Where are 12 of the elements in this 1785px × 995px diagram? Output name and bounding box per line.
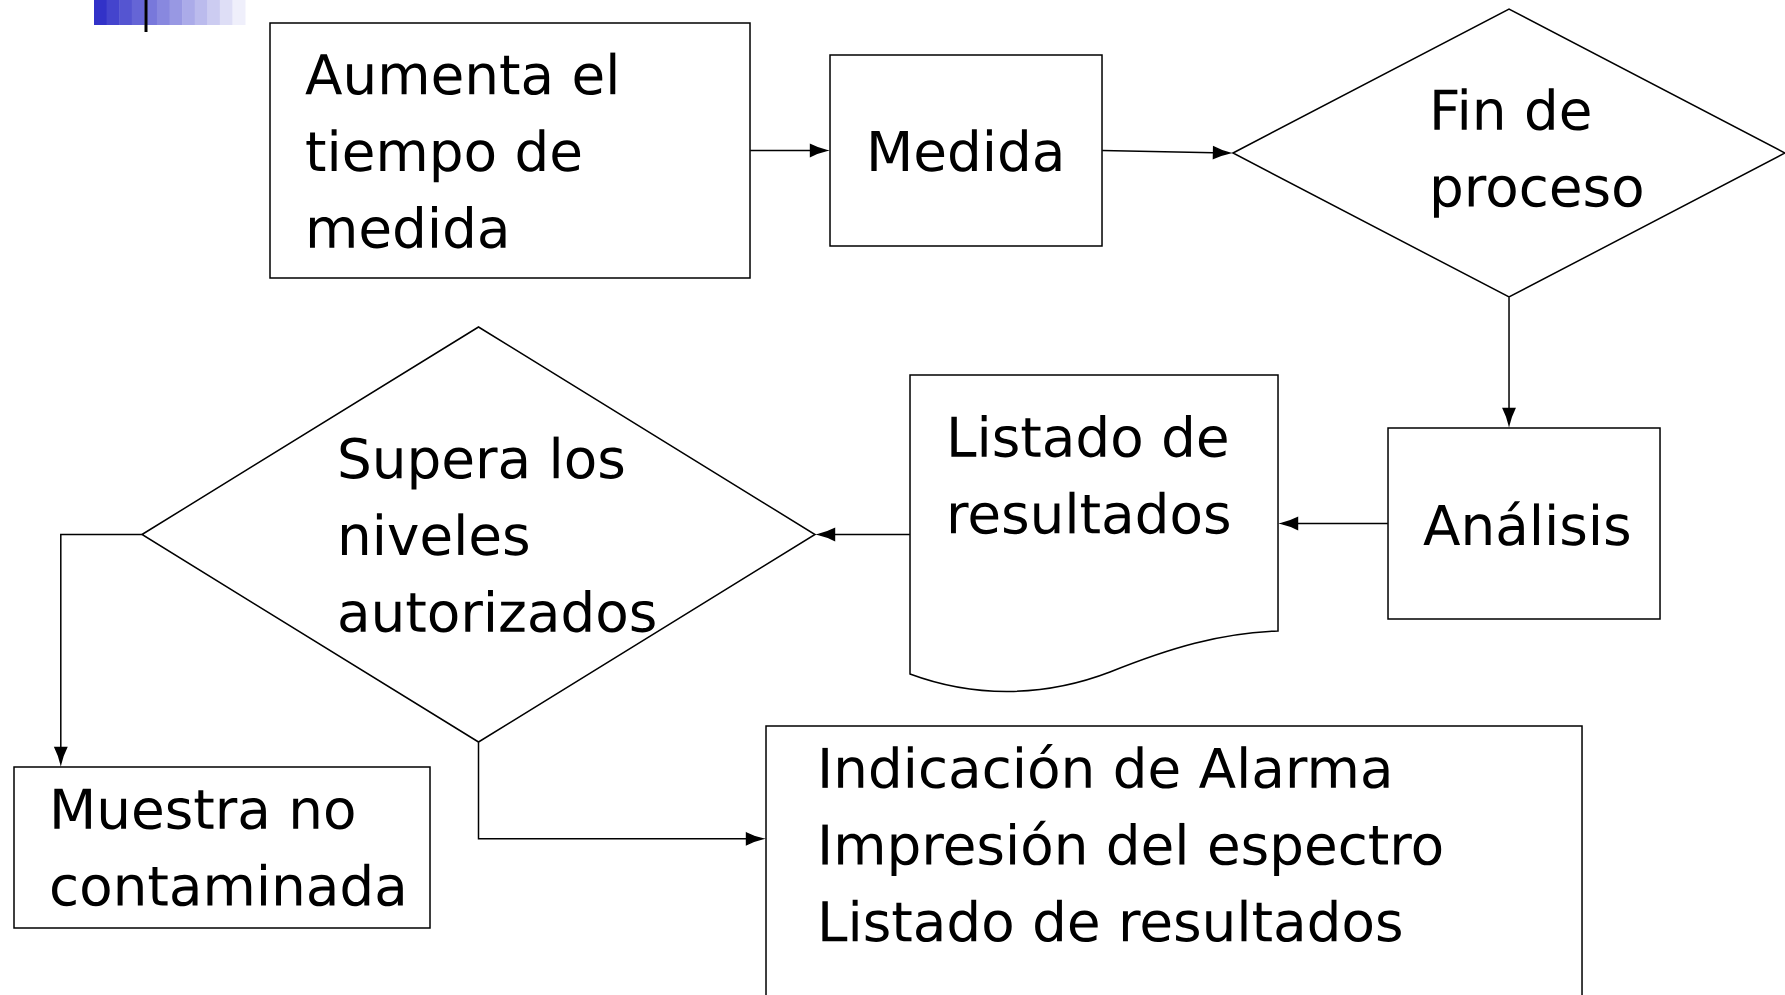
arrow [1101, 146, 1231, 160]
process-box: Medida [829, 54, 1103, 247]
arrow [54, 533, 143, 765]
arrow [477, 741, 764, 846]
arrow [1502, 296, 1516, 426]
arrow [817, 528, 911, 541]
process-box: Análisis [1387, 427, 1661, 620]
arrow [749, 144, 828, 157]
process-box: Indicación de Alarma Impresión del espectro Listado de resultados [765, 725, 1583, 995]
process-box: Muestra no contaminada [13, 766, 431, 929]
arrow [1280, 517, 1389, 530]
process-box: Aumenta el tiempo de medida [269, 22, 751, 279]
